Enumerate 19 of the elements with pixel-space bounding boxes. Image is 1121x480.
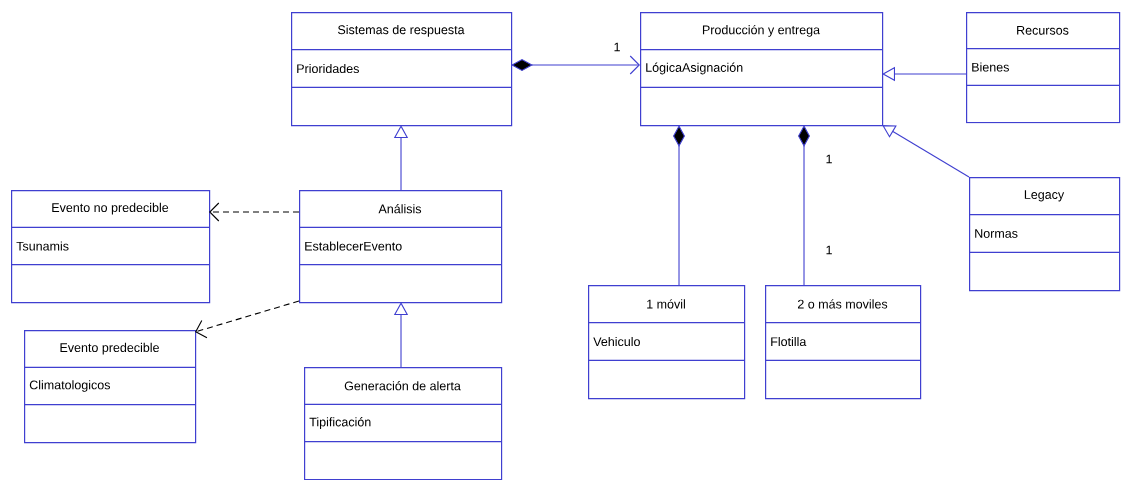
class-box: Recursos Bienes	[965, 12, 1121, 124]
dependency-arrow	[195, 300, 300, 339]
class-box: Legacy Normas	[968, 177, 1121, 292]
association-line	[511, 55, 640, 75]
class-box: 2 o más moviles Flotilla	[764, 285, 922, 400]
dependency-arrow	[209, 202, 300, 222]
association-line	[882, 125, 970, 178]
multiplicity-label: 1	[614, 42, 620, 52]
class-box: Producción y entrega LógicaAsignación	[639, 12, 884, 127]
class-box: Generación de alerta Tipificación	[303, 367, 503, 480]
class-box: Evento no predecible Tsunamis	[10, 190, 211, 304]
class-box: Análisis EstablecerEvento	[298, 190, 503, 304]
multiplicity-label: 1	[826, 154, 832, 164]
association-line	[673, 125, 685, 286]
class-box: Evento predecible Climatologicos	[23, 330, 197, 444]
class-box: Sistemas de respuesta Prioridades	[290, 12, 513, 127]
multiplicity-label: 1	[826, 245, 832, 255]
association-line	[798, 125, 810, 286]
class-box: 1 móvil Vehiculo	[587, 285, 746, 400]
